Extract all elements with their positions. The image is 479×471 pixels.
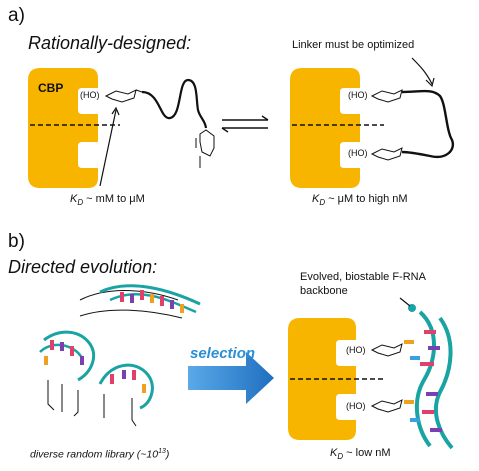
cbp-protein-right — [290, 68, 360, 188]
kd-evolved-value: ~ low nM — [343, 447, 391, 459]
sugar-label-right-top: (HO) — [348, 90, 368, 100]
sugar-label-evolved-bottom: (HO) — [346, 401, 366, 411]
sugar-label-left: (HO) — [80, 90, 100, 100]
kd-left-sub: D — [77, 198, 84, 208]
panel-a-heading: Rationally-designed: — [28, 33, 192, 53]
equilibrium-arrows — [221, 115, 269, 133]
kd-left-symbol: K — [70, 193, 78, 205]
linker-note-arrow — [411, 57, 433, 85]
kd-right-sub: D — [319, 198, 326, 208]
linker-note: Linker must be optimized — [292, 39, 415, 51]
library-label-main: diverse random library (~10 — [30, 448, 159, 461]
evolved-note-line2: backbone — [300, 285, 348, 297]
sugar-rings-evolved — [370, 343, 403, 413]
kd-right-value: ~ μM to high nM — [325, 193, 408, 205]
library-label-end: ) — [165, 448, 170, 461]
library-label-exp: 13 — [158, 448, 166, 455]
cbp-label: CBP — [38, 81, 64, 95]
evolved-note-line1: Evolved, biostable F-RNA — [300, 271, 426, 283]
evolved-note-arrow — [399, 297, 411, 307]
kd-right: KD ~ μM to high nM — [312, 194, 408, 207]
kd-left-value: ~ mM to μM — [83, 193, 145, 205]
library-structure-left — [39, 330, 95, 417]
sugar-label-right-bottom: (HO) — [348, 148, 368, 158]
kd-pointer-arrowhead — [111, 106, 120, 116]
sugar-ring-left-bound — [104, 89, 143, 103]
linker-left — [141, 78, 208, 129]
kd-evolved-symbol: K — [330, 447, 338, 459]
selection-label: selection — [190, 345, 256, 362]
sugar-ring-left-free — [195, 129, 215, 168]
cbp-protein-left — [28, 68, 98, 188]
panel-a-letter: a) — [8, 5, 25, 26]
kd-evolved-sub: D — [337, 452, 344, 462]
kd-pointer-arrow — [99, 109, 117, 187]
evolved-rna-backbone — [404, 304, 454, 450]
kd-right-symbol: K — [312, 193, 320, 205]
panel-b-letter: b) — [8, 231, 25, 252]
selection-arrow — [188, 352, 274, 404]
sugar-rings-right — [370, 89, 403, 161]
kd-left: KD ~ mM to μM — [70, 194, 145, 207]
panel-b-heading: Directed evolution: — [8, 257, 158, 277]
library-structure-right — [98, 363, 154, 427]
library-label: diverse random library (~1013) — [30, 448, 169, 460]
kd-evolved: KD ~ low nM — [330, 448, 391, 461]
linker-note-arrowhead — [425, 77, 435, 88]
library-structure-top — [79, 284, 201, 319]
sugar-label-evolved-top: (HO) — [346, 345, 366, 355]
linker-right — [401, 89, 455, 159]
